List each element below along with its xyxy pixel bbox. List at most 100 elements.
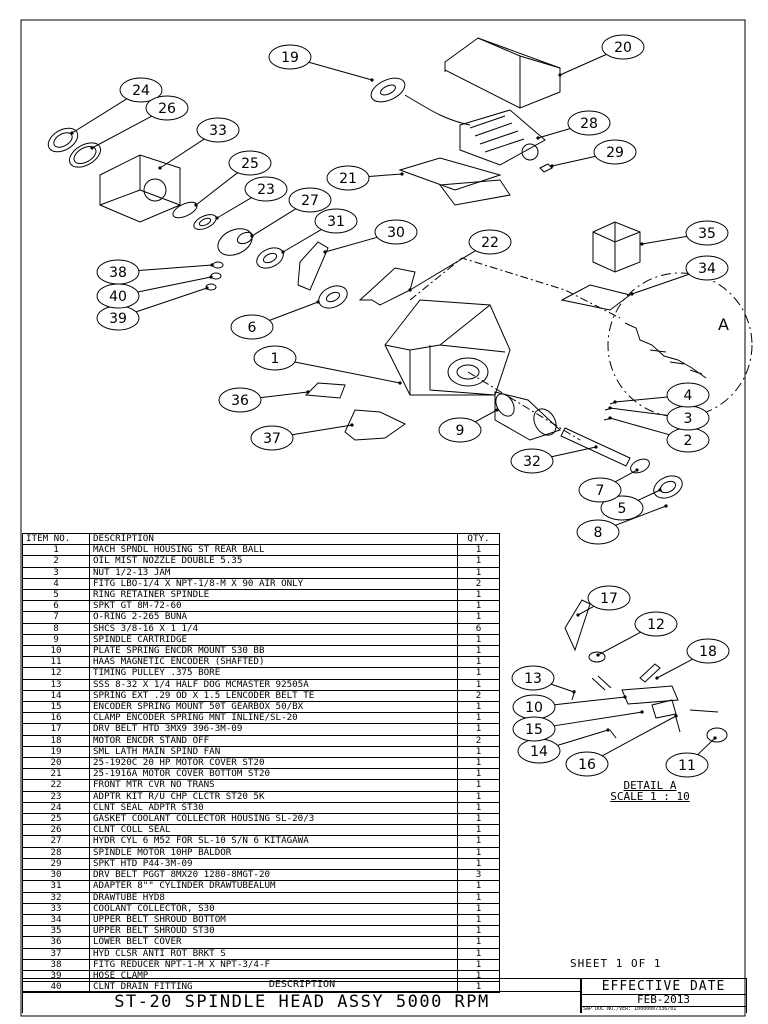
balloon-label-20: 20 <box>614 40 632 56</box>
leader-arrowhead-21 <box>400 172 404 176</box>
bom-qty: 3 <box>457 869 500 882</box>
balloon-13 <box>511 665 555 691</box>
balloon-4 <box>666 382 710 408</box>
leader-arrowhead-28 <box>536 136 540 140</box>
bom-description: DRV BELT HTD 3MX9 396-3M-09 <box>89 723 458 736</box>
leader-arrowhead-26 <box>90 146 94 150</box>
leader-line-29 <box>551 155 596 167</box>
bom-description: CLAMP ENCODER SPRING MNT INLINE/SL-20 <box>89 712 458 725</box>
bom-description: LOWER BELT COVER <box>89 936 458 949</box>
bom-item-no: 11 <box>22 656 90 669</box>
balloon-label-18: 18 <box>699 644 717 660</box>
leader-line-20 <box>559 53 607 76</box>
leader-line-26 <box>91 115 152 149</box>
leader-line-28 <box>537 128 571 139</box>
leader-arrowhead-17 <box>576 613 580 617</box>
balloon-label-30: 30 <box>387 225 405 241</box>
bom-description: SSS 8-32 X 1/4 HALF DOG MCMASTER 92505A <box>89 678 458 691</box>
bom-item-no: 13 <box>22 678 90 691</box>
bom-qty: 1 <box>457 891 500 904</box>
leader-arrowhead-36 <box>306 390 310 394</box>
bom-item-no: 22 <box>22 779 90 792</box>
balloon-label-1: 1 <box>271 351 280 367</box>
leader-arrowhead-35 <box>640 242 644 246</box>
bom-qty: 1 <box>457 656 500 669</box>
balloon-label-16: 16 <box>578 757 596 773</box>
leader-arrowhead-23 <box>215 216 219 220</box>
bom-qty: 1 <box>457 589 500 602</box>
leader-line-4 <box>614 396 668 403</box>
balloon-label-9: 9 <box>456 423 465 439</box>
bom-qty: 1 <box>457 902 500 915</box>
leader-arrowhead-14 <box>606 728 610 732</box>
balloon-label-4: 4 <box>684 388 693 404</box>
leader-arrowhead-12 <box>596 653 600 657</box>
balloon-29 <box>593 139 637 165</box>
bom-description: PLATE SPRING ENCDR MOUNT S30 BB <box>89 645 458 658</box>
leader-line-11 <box>697 737 716 756</box>
leader-arrowhead-27 <box>250 234 254 238</box>
bom-qty: 1 <box>457 936 500 949</box>
bom-description: HYD CLSR ANTI ROT BRKT S <box>89 947 458 960</box>
leader-arrowhead-6 <box>316 300 320 304</box>
balloon-6 <box>230 314 274 340</box>
balloon-callouts: 1234567891011121314151617181920212223242… <box>70 34 730 778</box>
leader-arrowhead-9 <box>495 408 499 412</box>
balloon-label-12: 12 <box>647 617 665 633</box>
balloon-label-13: 13 <box>524 671 542 687</box>
bom-description: UPPER BELT SHROUD BOTTOM <box>89 913 458 927</box>
leader-line-18 <box>656 658 693 679</box>
leader-line-14 <box>557 729 609 746</box>
bom-item-no: 18 <box>22 734 90 747</box>
balloon-label-2: 2 <box>684 433 693 449</box>
leader-line-6 <box>269 301 319 321</box>
balloon-17 <box>587 585 631 611</box>
bom-qty: 1 <box>457 678 500 691</box>
leader-line-39 <box>135 287 208 313</box>
bom-item-no: 16 <box>22 712 90 725</box>
balloon-16 <box>565 751 609 777</box>
balloon-12 <box>634 611 678 637</box>
bom-item-no: 31 <box>22 880 90 893</box>
bom-description: CLNT SEAL ADPTR ST30 <box>89 801 458 815</box>
leader-arrowhead-30 <box>323 250 327 254</box>
leader-line-7 <box>615 469 638 483</box>
bom-description: SHCS 3/8-16 X 1 1/4 <box>89 622 458 635</box>
leader-line-24 <box>71 98 128 134</box>
leader-line-27 <box>251 208 297 237</box>
bom-description: SPINDLE CARTRIDGE <box>89 633 458 647</box>
balloon-31 <box>314 208 358 234</box>
bom-item-no: 20 <box>22 757 90 770</box>
leader-line-19 <box>308 61 373 81</box>
bom-item-no: 1 <box>22 544 90 557</box>
leader-arrowhead-10 <box>623 695 627 699</box>
bom-description: SPINDLE MOTOR 10HP BALDOR <box>89 846 458 859</box>
leader-arrowhead-4 <box>613 400 617 404</box>
balloon-label-24: 24 <box>132 83 150 99</box>
leader-arrowhead-20 <box>558 73 562 77</box>
balloon-label-17: 17 <box>600 591 618 607</box>
bom-item-no: 29 <box>22 857 90 871</box>
bom-item-no: 3 <box>22 566 90 579</box>
effective-date-block: EFFECTIVE DATE FEB-2013 SAP DOC NO./VER:… <box>580 978 747 1013</box>
balloon-36 <box>218 387 262 413</box>
bom-item-no: 10 <box>22 645 90 658</box>
bom-description: OIL MIST NOZZLE DOUBLE 5.35 <box>89 555 458 568</box>
balloon-30 <box>374 219 418 245</box>
leader-arrowhead-11 <box>713 736 717 740</box>
bom-description: 25-1916A MOTOR COVER BOTTOM ST20 <box>89 768 458 781</box>
bom-description: NUT 1/2-13 JAM <box>89 566 458 579</box>
bom-qty: 1 <box>457 824 500 837</box>
bom-qty: 1 <box>457 913 500 927</box>
balloon-label-7: 7 <box>596 483 605 499</box>
